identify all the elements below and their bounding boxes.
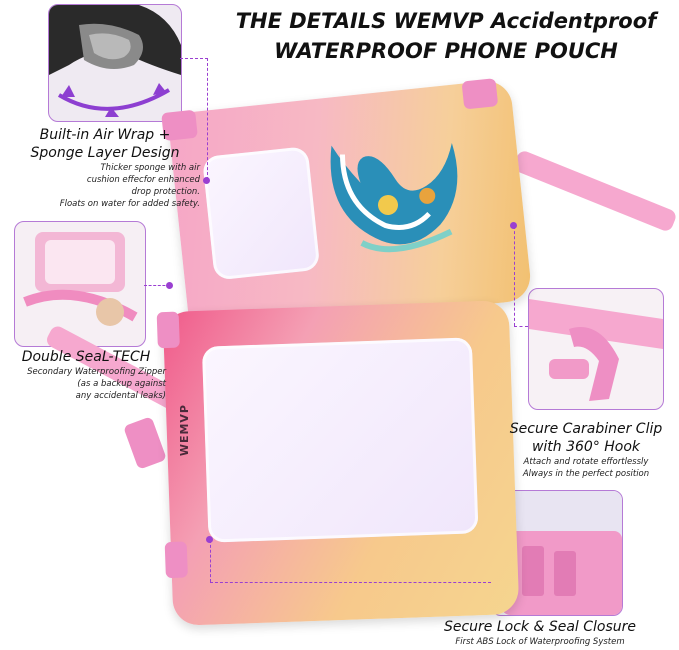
connector-double-seal [144,285,170,286]
brand-mark: WEMVP [178,404,191,457]
feature-air-wrap-desc-3: drop protection. [131,187,201,197]
feature-air-wrap-desc-1: Thicker sponge with air [100,163,200,173]
air-wrap-detail-image [48,4,182,122]
feature-lock-heading: Secure Lock & Seal Closure [443,619,637,635]
feature-double-seal-heading: Double SeaL-TECH [21,349,151,365]
title-line-1: THE DETAILS WEMVP Accidentproof [235,9,657,33]
carabiner-illustration [529,299,663,401]
title-line-2: WATERPROOF PHONE POUCH [274,39,618,63]
connector-dot-lock [206,536,213,543]
feature-carabiner-heading-2: with 360° Hook [531,439,641,455]
feature-carabiner: Secure Carabiner Clip with 360° Hook Att… [496,420,676,480]
feature-air-wrap-desc-4: Floats on water for added safety. [59,199,200,209]
feature-double-seal-desc-3: any accidental leaks) [75,391,166,401]
connector-carabiner [514,226,515,326]
connector-dot-double-seal [166,282,173,289]
pouch-front-view [156,300,520,626]
feature-air-wrap-desc-2: cushion effecfor enhanced [86,175,200,185]
wave-artwork [330,143,458,253]
connector-carabiner-h [514,326,528,327]
pouch-back-window [201,146,321,281]
feature-air-wrap: Built-in Air Wrap + Sponge Layer Design … [10,126,201,210]
page-title: THE DETAILS WEMVP Accidentproof WATERPRO… [220,6,672,66]
carabiner-clip-left [123,416,167,470]
connector-air-wrap-down [207,58,208,180]
feature-double-seal-desc-2: (as a backup against [77,379,166,389]
bottom-clip-right [164,541,188,579]
carabiner-detail-image [528,288,664,410]
connector-lock [210,540,211,582]
feature-double-seal: Double SeaL-TECH Secondary Waterproofing… [6,348,166,402]
bottom-clip-left [156,311,180,349]
feature-carabiner-desc-2: Always in the perfect position [522,469,650,479]
connector-lock-h [210,582,491,583]
pouch-front-window [201,337,479,543]
feature-air-wrap-heading-2: Sponge Layer Design [30,145,180,161]
feature-carabiner-heading-1: Secure Carabiner Clip [509,421,663,437]
feature-carabiner-desc-1: Attach and rotate effortlessly [523,457,649,467]
pouch-back-view [161,78,533,336]
lock-illustration [492,491,622,615]
double-seal-detail-image [14,221,146,347]
top-clip-right [461,78,499,110]
feature-air-wrap-heading-1: Built-in Air Wrap + [39,127,171,143]
sponge-layer-illustration [49,5,181,117]
connector-dot-air-wrap [203,177,210,184]
lanyard-strap-right [512,148,678,234]
feature-double-seal-desc-1: Secondary Waterproofing Zipper [27,367,166,377]
zipper-illustration [23,232,138,326]
connector-dot-carabiner [510,222,517,229]
feature-lock: Secure Lock & Seal Closure First ABS Loc… [420,618,660,648]
connector-air-wrap [180,58,208,59]
feature-lock-desc: First ABS Lock of Waterproofing System [455,637,625,647]
